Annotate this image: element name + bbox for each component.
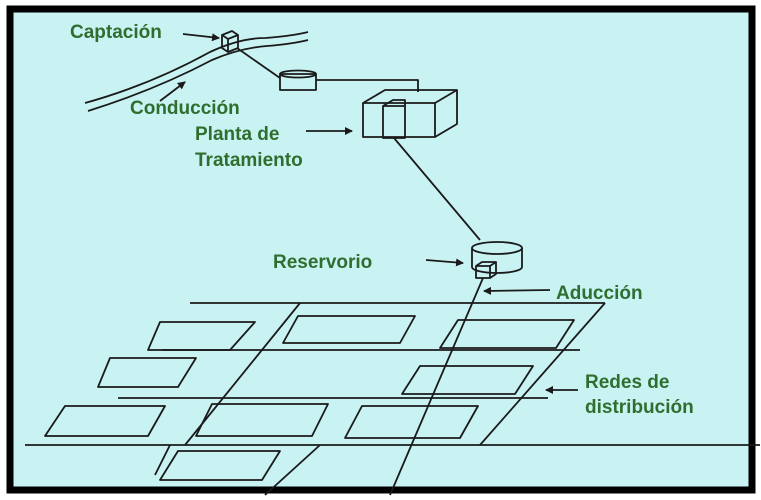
conduccion-arrow bbox=[159, 81, 186, 102]
planta-tratamiento-icon bbox=[362, 89, 458, 139]
conduccion-tank-icon bbox=[279, 69, 317, 91]
redes-distribucion-grid bbox=[25, 302, 760, 496]
conduccion-pipe bbox=[236, 47, 281, 79]
pipe-to-reservorio bbox=[393, 137, 481, 241]
river bbox=[84, 31, 309, 112]
reservorio-icon bbox=[471, 241, 523, 274]
label-conduccion: Conducción bbox=[130, 98, 240, 119]
label-redes-line2: distribución bbox=[585, 397, 694, 418]
diagram-background bbox=[6, 5, 756, 494]
aduccion-line bbox=[389, 277, 484, 496]
aduccion-arrow bbox=[483, 286, 551, 295]
pipe-to-plant bbox=[316, 79, 419, 92]
captacion-arrow bbox=[182, 33, 220, 42]
label-reservorio: Reservorio bbox=[273, 252, 373, 273]
label-redes-line1: Redes de bbox=[585, 372, 670, 393]
label-planta-line2: Tratamiento bbox=[195, 150, 303, 171]
reservorio-arrow bbox=[425, 258, 464, 267]
label-planta-line1: Planta de bbox=[195, 124, 280, 145]
label-captacion: Captación bbox=[70, 22, 162, 43]
label-aduccion: Aducción bbox=[556, 283, 643, 304]
